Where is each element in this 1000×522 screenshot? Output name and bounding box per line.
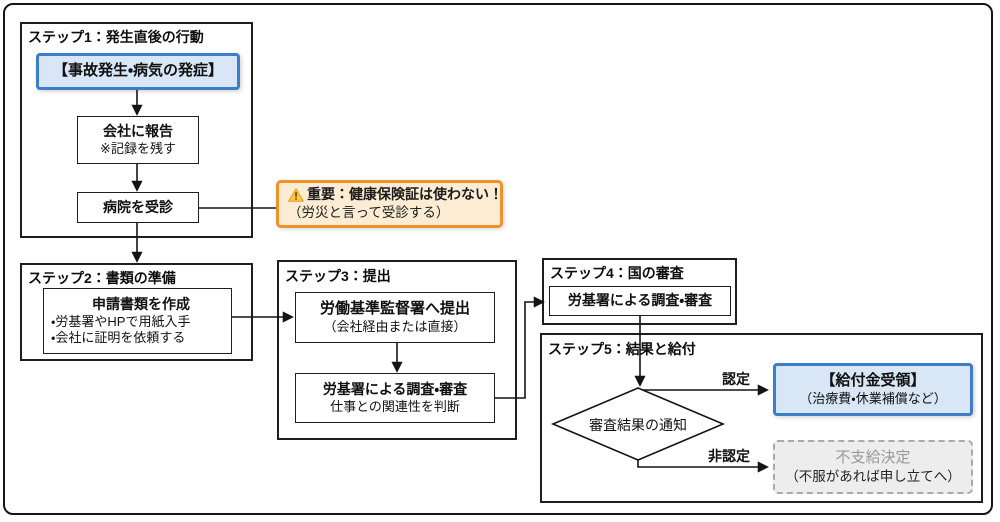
office-review-label: 労基署による調査・審査 (322, 381, 468, 398)
national-review-label: 労基署による調査・審査 (567, 292, 713, 309)
benefit-received-box: 【給付金受領】 （治療費・休業補償など） (773, 363, 973, 416)
appeal-note: （不服があれば申し立てへ） (785, 468, 961, 484)
step5-container (540, 333, 983, 503)
step2-title: ステップ2：書類の準備 (28, 270, 176, 286)
office-review-box: 労基署による調査・審査 仕事との関連性を判断 (295, 373, 495, 423)
report-to-company-box: 会社に報告 ※記録を残す (77, 116, 199, 164)
approved-branch-label: 認定 (722, 371, 750, 387)
step3-title: ステップ3：提出 (285, 268, 391, 284)
national-review-box: 労基署による調査・審査 (549, 286, 731, 316)
step1-title: ステップ1：発生直後の行動 (28, 29, 204, 45)
denial-decision-box: 不支給決定 （不服があれば申し立てへ） (773, 440, 973, 494)
visit-hospital-label: 病院を受診 (103, 198, 173, 215)
step5-title: ステップ5：結果と給付 (548, 341, 696, 357)
work-relation-note: 仕事との関連性を判断 (330, 398, 460, 414)
prepare-documents-label: 申請書類を作成 (92, 296, 190, 312)
event-occurrence-box: 【事故発生・病気の発症】 (36, 53, 240, 90)
step4-title: ステップ4：国の審査 (550, 265, 684, 281)
keep-records-note: ※記録を残す (100, 140, 176, 156)
event-occurrence-label: 【事故発生・病気の発症】 (52, 62, 224, 80)
company-certify-note: ・会社に証明を依頼する (51, 329, 186, 345)
denial-decision-label: 不支給決定 (835, 449, 911, 467)
via-company-note: （会社経由または直接） (323, 318, 467, 334)
benefit-received-label: 【給付金受領】 (820, 372, 926, 389)
report-to-company-label: 会社に報告 (103, 123, 173, 140)
submit-to-office-box: 労働基準監督署へ提出 （会社経由または直接） (295, 292, 495, 343)
warning-line1: 重要：健康保険証は使わない！ (307, 186, 503, 203)
benefit-detail-note: （治療費・休業補償など） (799, 390, 947, 406)
prepare-documents-box: 申請書類を作成 ・労基署やHPで用紙入手 ・会社に証明を依頼する (43, 288, 232, 354)
rejected-branch-label: 非認定 (708, 448, 750, 464)
insurance-warning-note: 重要：健康保険証は使わない！ （労災と言って受診する） (276, 180, 503, 228)
visit-hospital-box: 病院を受診 (77, 192, 199, 223)
submit-to-office-label: 労働基準監督署へ提出 (319, 300, 470, 317)
warning-triangle-icon (287, 187, 305, 202)
warning-line2: （労災と言って受診する） (288, 205, 450, 221)
step2-container (20, 263, 253, 361)
decision-diamond-label: 審査結果の通知 (589, 417, 687, 433)
get-forms-note: ・労基署やHPで用紙入手 (51, 313, 191, 329)
